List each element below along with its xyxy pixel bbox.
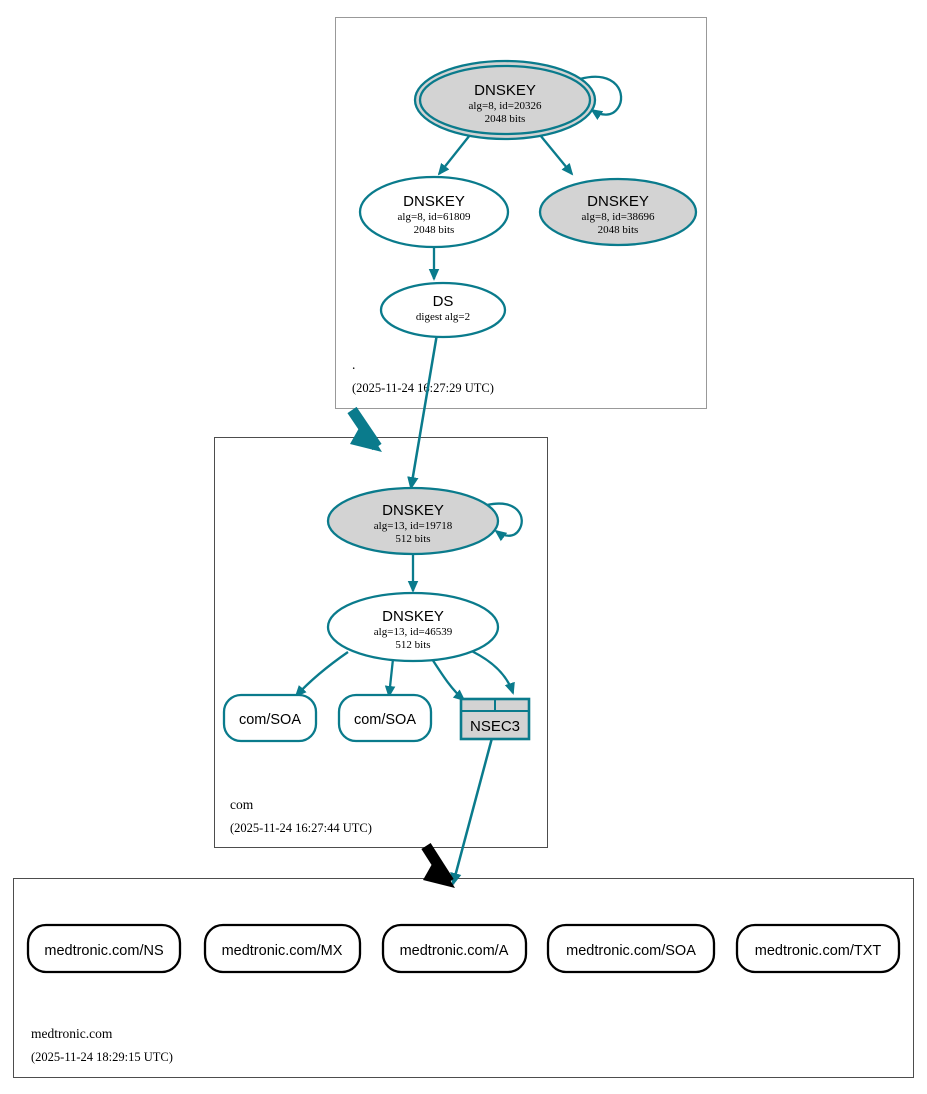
node-root-zsk-line2: alg=8, id=61809 [398,211,471,223]
node-com-soa-rrset-2[interactable]: com/SOA [337,693,433,743]
zone-timestamp-com: (2025-11-24 16:27:44 UTC) [230,821,372,835]
node-medtronic-txt-label: medtronic.com/TXT [755,943,882,959]
edge-zone-delegation-root-to-com [347,406,382,452]
node-medtronic-soa[interactable]: medtronic.com/SOA [546,923,716,974]
node-root-dnskey-38696[interactable]: DNSKEY alg=8, id=38696 2048 bits [538,177,698,247]
node-root-ds-line2: digest alg=2 [416,311,470,323]
edge-root-ksk-to-zsk61809 [437,134,471,176]
zone-box-root [335,17,707,409]
zone-label-root: . [352,357,356,372]
node-com-ksk-title: DNSKEY [382,502,444,519]
node-com-nsec3-label: NSEC3 [470,718,520,735]
node-root-zsk2-title: DNSKEY [587,193,649,210]
node-root-ksk-title: DNSKEY [474,82,536,99]
node-medtronic-a-label: medtronic.com/A [400,943,509,959]
zone-timestamp-root: (2025-11-24 16:27:29 UTC) [352,381,494,395]
node-medtronic-a[interactable]: medtronic.com/A [381,923,528,974]
node-com-soa-rrset-1[interactable]: com/SOA [222,693,318,743]
zone-box-medtronic [13,878,914,1078]
node-com-zsk-line3: 512 bits [395,639,430,651]
node-medtronic-txt[interactable]: medtronic.com/TXT [735,923,901,974]
edge-zone-delegation-com-to-medtronic [421,843,455,888]
edge-com-zsk-to-nsec3-a [431,658,466,702]
node-com-zsk-title: DNSKEY [382,608,444,625]
edge-ds-to-com-ksk [407,333,439,491]
node-root-ksk-line2: alg=8, id=20326 [469,100,542,112]
edge-self-loop-com-ksk [486,502,523,542]
edge-self-loop-root-ksk [579,75,623,120]
edge-nsec3-to-medtronic [450,737,494,887]
node-medtronic-mx[interactable]: medtronic.com/MX [203,923,362,974]
node-com-zsk-dnskey-46539[interactable]: DNSKEY alg=13, id=46539 512 bits [326,591,500,663]
node-root-dnskey-61809[interactable]: DNSKEY alg=8, id=61809 2048 bits [358,175,510,249]
node-medtronic-ns-label: medtronic.com/NS [44,943,163,959]
node-medtronic-soa-label: medtronic.com/SOA [566,943,696,959]
zone-box-com [214,437,548,848]
edge-root-ksk-to-key38696 [539,134,574,176]
node-medtronic-mx-label: medtronic.com/MX [222,943,343,959]
node-com-nsec3[interactable]: NSEC3 [459,697,531,741]
node-root-ds-title: DS [433,293,454,310]
node-com-soa-2-label: com/SOA [354,712,416,728]
node-root-ksk-line3: 2048 bits [485,113,526,125]
edge-com-zsk-to-nsec3-b [464,646,515,695]
edge-com-zsk-to-soa-1 [294,651,349,698]
node-root-zsk-line3: 2048 bits [414,224,455,236]
node-root-zsk2-line2: alg=8, id=38696 [582,211,655,223]
zone-timestamp-medtronic: (2025-11-24 18:29:15 UTC) [31,1050,173,1064]
node-com-soa-1-label: com/SOA [239,712,301,728]
edge-com-zsk-to-soa-2 [384,658,396,698]
node-medtronic-ns[interactable]: medtronic.com/NS [26,923,182,974]
zone-label-com: com [230,797,254,812]
node-root-zsk-title: DNSKEY [403,193,465,210]
node-root-zsk2-line3: 2048 bits [598,224,639,236]
node-root-ksk-dnskey-20326[interactable]: DNSKEY alg=8, id=20326 2048 bits [413,59,597,141]
node-com-ksk-line3: 512 bits [395,533,430,545]
node-com-ksk-line2: alg=13, id=19718 [374,520,453,532]
node-com-ksk-dnskey-19718[interactable]: DNSKEY alg=13, id=19718 512 bits [326,486,500,556]
node-com-zsk-line2: alg=13, id=46539 [374,626,453,638]
node-root-ds[interactable]: DS digest alg=2 [379,281,507,339]
zone-label-medtronic: medtronic.com [31,1026,113,1041]
